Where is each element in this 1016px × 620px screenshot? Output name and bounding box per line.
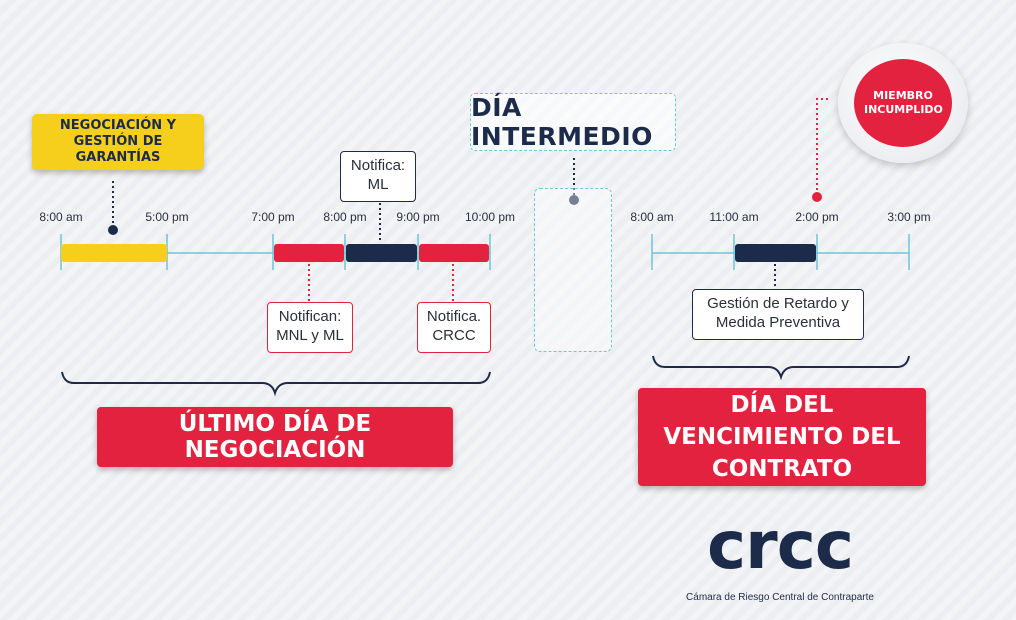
connector-dot-miembro	[812, 192, 822, 202]
miembro-incumplido-badge: MIEMBRO INCUMPLIDO	[854, 59, 952, 147]
callout-gestion-retardo-text: Gestión de Retardo y Medida Preventiva	[707, 295, 849, 331]
callout-notifica-crcc: Notifica. CRCC	[417, 302, 491, 353]
negociacion-label-text: NEGOCIACIÓN Y GESTIÓN DE GARANTÍAS	[59, 118, 177, 165]
negociacion-label: NEGOCIACIÓN Y GESTIÓN DE GARANTÍAS	[32, 114, 204, 170]
intermediate-day-box	[534, 188, 612, 352]
left-bracket	[61, 371, 491, 397]
left-tick-label-5pm: 5:00 pm	[145, 210, 189, 224]
segment-negociacion	[61, 244, 167, 262]
right-tick-label-8am: 8:00 am	[630, 210, 674, 224]
callout-notifica-ml: Notifica: ML	[340, 151, 416, 202]
callout-notifican-text: Notifican: MNL y ML	[276, 308, 344, 344]
right-tick-label-11am: 11:00 am	[709, 210, 759, 224]
vencimiento-label-text: DÍA DEL VENCIMIENTO DEL CONTRATO	[663, 392, 901, 482]
connector-miembro	[816, 98, 828, 192]
left-tick-label-8am: 8:00 am	[39, 210, 83, 224]
left-tick-label-7pm: 7:00 pm	[251, 210, 295, 224]
callout-notifica-ml-text: Notifica: ML	[350, 157, 406, 193]
right-tick-label-2pm: 2:00 pm	[795, 210, 839, 224]
crcc-logo: crcc	[707, 507, 854, 584]
vencimiento-label: DÍA DEL VENCIMIENTO DEL CONTRATO	[638, 388, 926, 486]
right-bracket	[652, 355, 910, 381]
callout-gestion-retardo: Gestión de Retardo y Medida Preventiva	[692, 289, 864, 340]
segment-gestion-retardo	[735, 244, 816, 262]
connector-dot-negociacion	[108, 225, 118, 235]
ultimo-dia-label: ÚLTIMO DÍA DE NEGOCIACIÓN	[97, 407, 453, 467]
segment-notifica-ml	[346, 244, 417, 262]
miembro-incumplido-text: MIEMBRO INCUMPLIDO	[864, 89, 943, 116]
dia-intermedio-label: DÍA INTERMEDIO	[470, 93, 676, 151]
callout-notifican: Notifican: MNL y ML	[267, 302, 353, 353]
crcc-logo-subtitle: Cámara de Riesgo Central de Contraparte	[686, 592, 874, 603]
segment-notifican	[274, 244, 344, 262]
ultimo-dia-label-text: ÚLTIMO DÍA DE NEGOCIACIÓN	[178, 411, 372, 463]
dia-intermedio-label-text: DÍA INTERMEDIO	[471, 93, 653, 151]
callout-notifica-crcc-text: Notifica. CRCC	[426, 308, 482, 344]
right-tick-label-3pm: 3:00 pm	[887, 210, 931, 224]
left-tick-label-9pm: 9:00 pm	[396, 210, 440, 224]
segment-notifica-crcc	[419, 244, 489, 262]
left-tick-label-8pm: 8:00 pm	[323, 210, 367, 224]
left-tick-label-10pm: 10:00 pm	[464, 210, 516, 224]
connector-dot-intermedio	[569, 195, 579, 205]
